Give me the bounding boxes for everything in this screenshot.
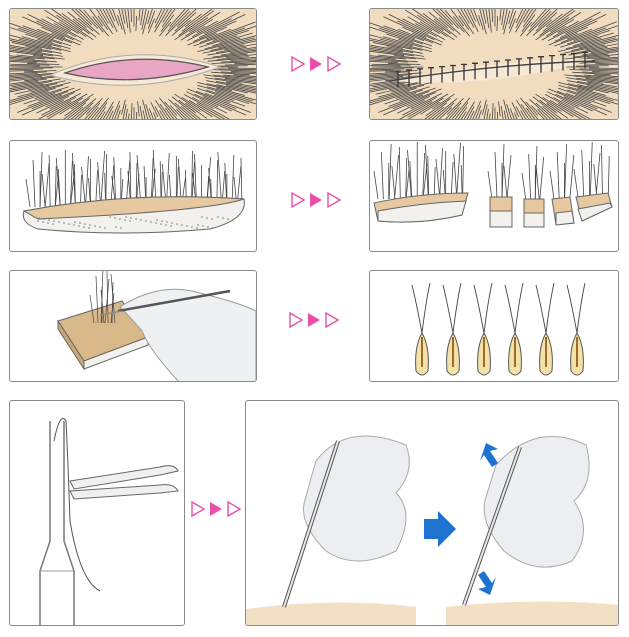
push-arrow-icon bbox=[480, 443, 498, 467]
panel-donor-strip bbox=[9, 140, 257, 252]
panel-implanter-insertion bbox=[245, 400, 619, 626]
step-arrow-icon bbox=[190, 500, 246, 522]
step-arrow-icon bbox=[288, 311, 344, 333]
implanter-insertion-illustration bbox=[246, 435, 618, 625]
panel-donor-incision bbox=[9, 8, 257, 120]
graft-dissection-illustration bbox=[57, 271, 256, 381]
panel-implanter-loading bbox=[9, 400, 185, 626]
sliced-strips-illustration bbox=[373, 141, 613, 228]
donor-strip-illustration bbox=[22, 149, 245, 234]
panel-grafts bbox=[369, 270, 619, 382]
sutured-wound-illustration bbox=[370, 9, 618, 119]
panel-graft-dissection bbox=[9, 270, 257, 382]
step-arrow-icon bbox=[290, 55, 346, 77]
implanter-loading-illustration bbox=[39, 418, 179, 625]
grafts-illustration bbox=[411, 282, 586, 376]
push-arrow-icon bbox=[478, 571, 496, 595]
step-arrow-icon bbox=[290, 191, 346, 213]
panel-sutured-wound bbox=[369, 8, 619, 120]
donor-incision-illustration bbox=[10, 9, 256, 119]
push-arrow-icon bbox=[424, 511, 456, 547]
panel-sliced-strips bbox=[369, 140, 619, 252]
